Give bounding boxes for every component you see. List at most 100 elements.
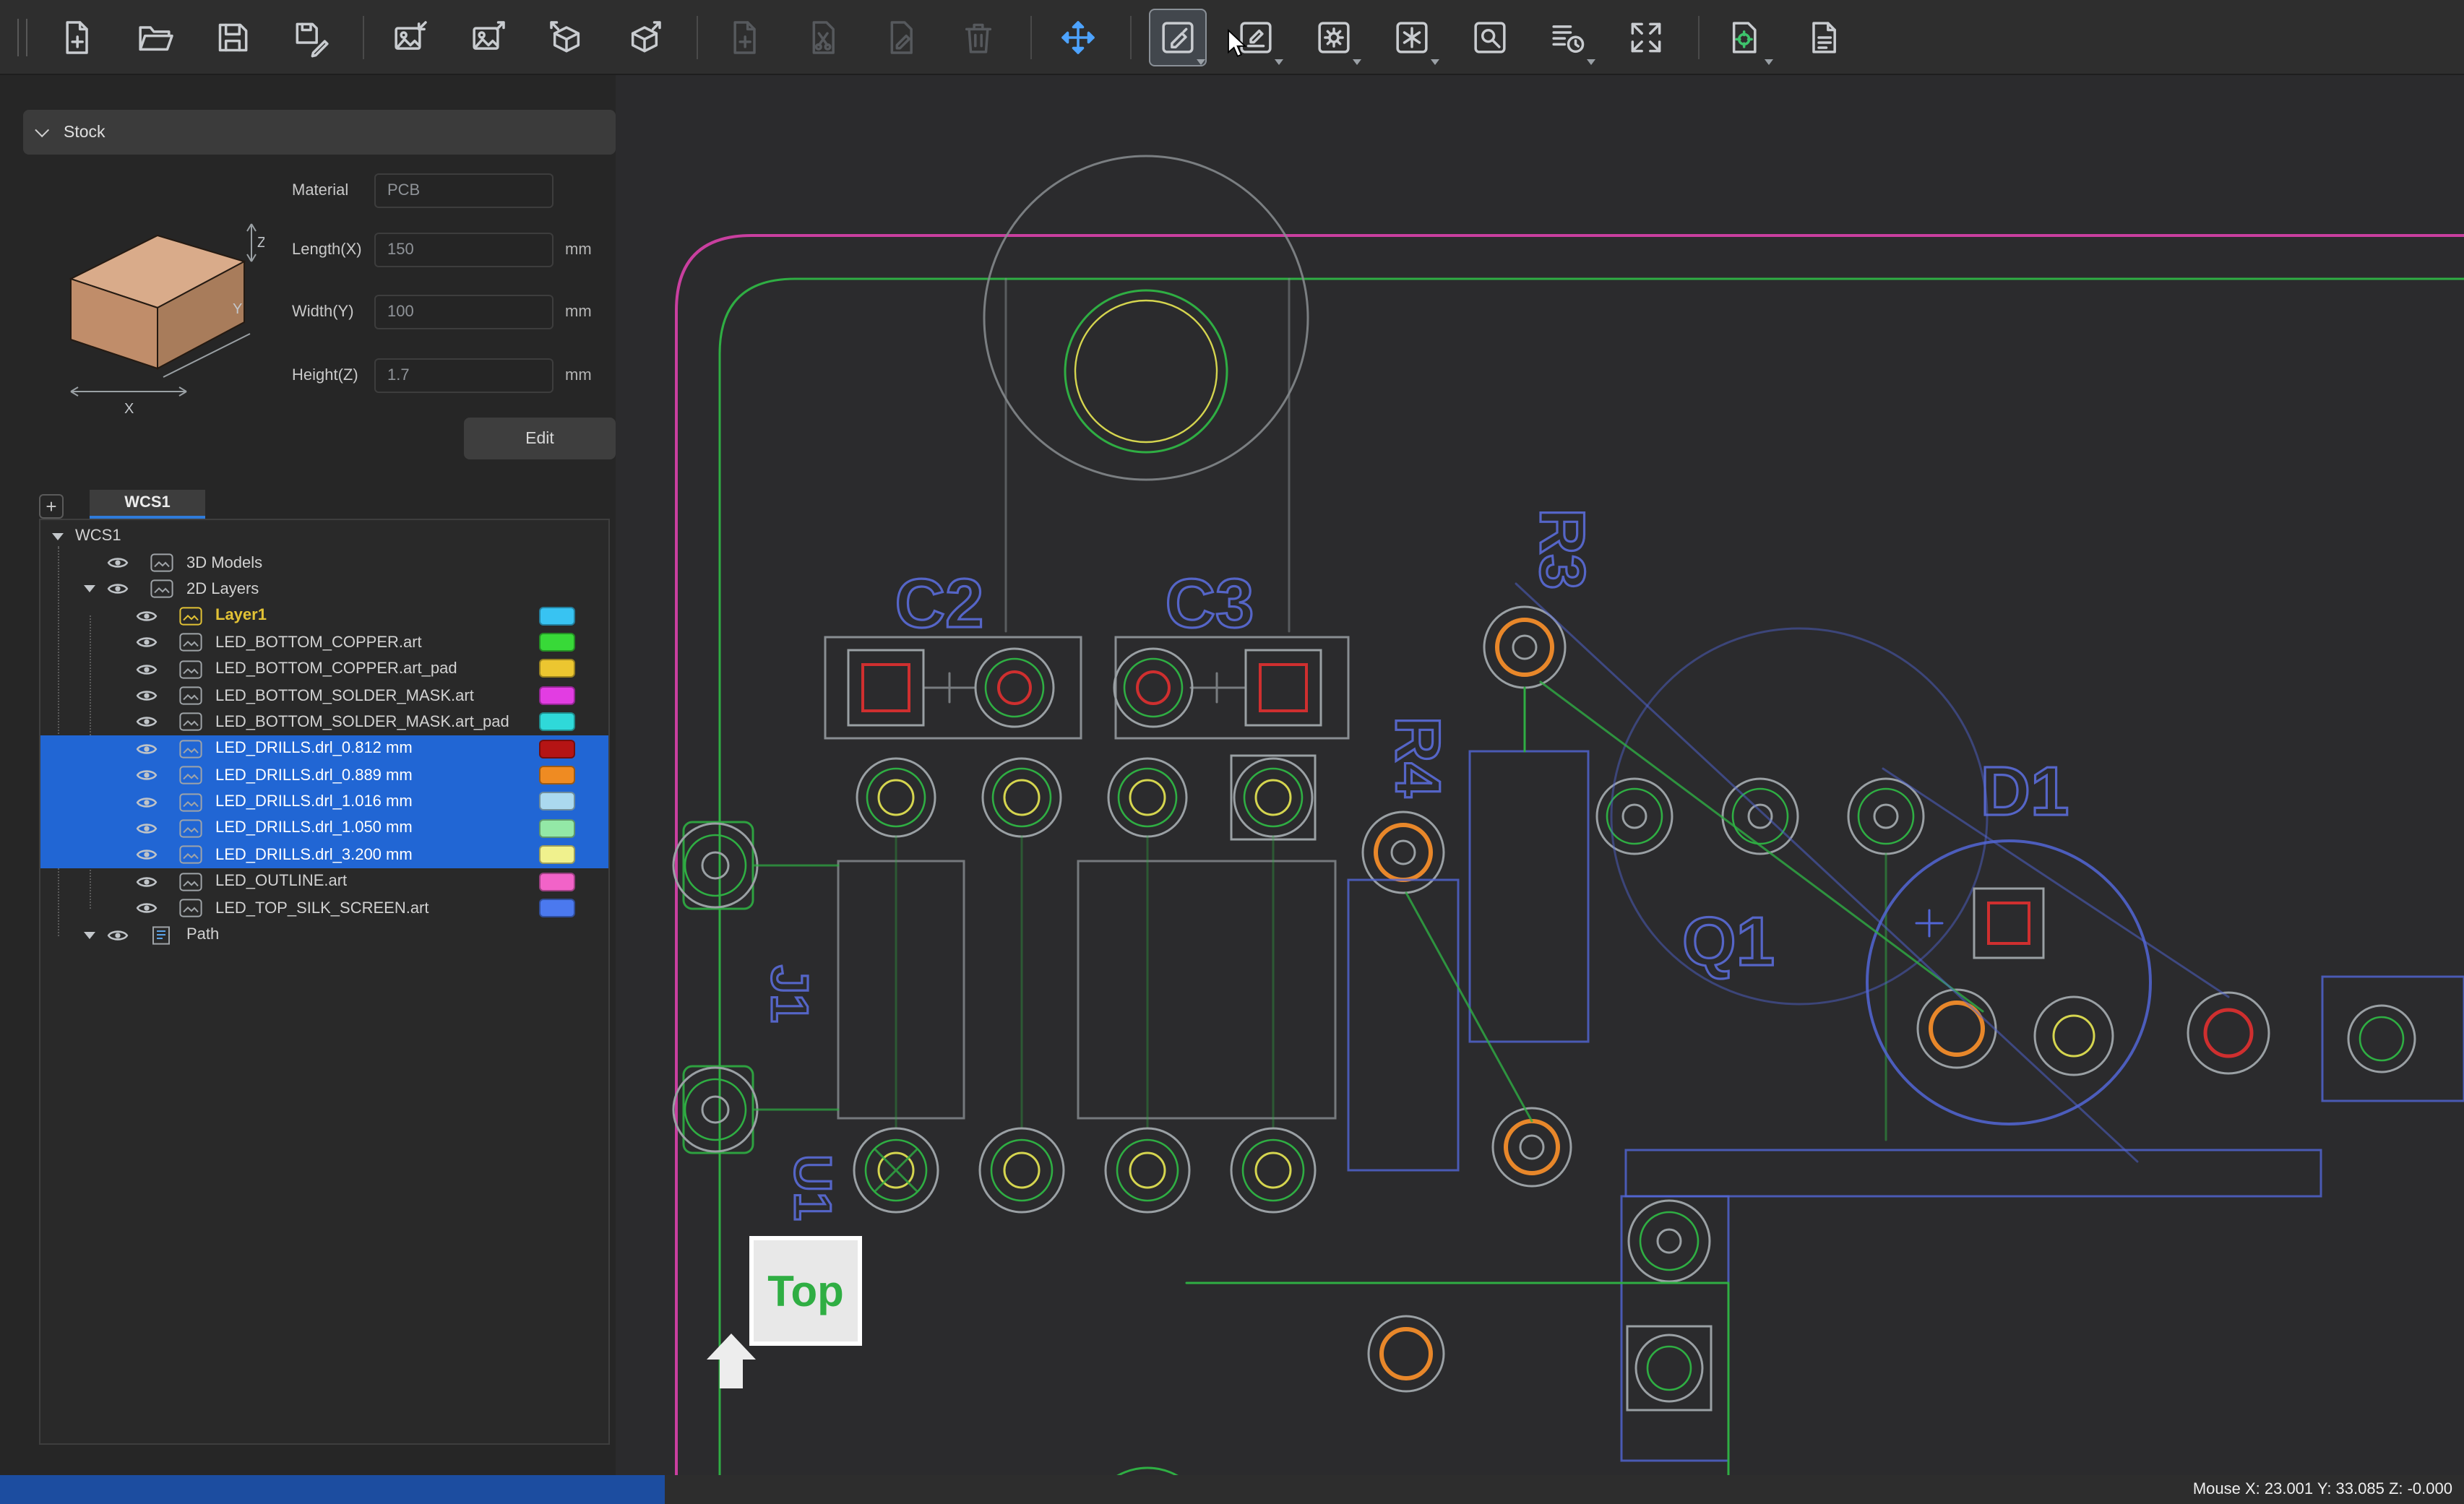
tree-label: LED_OUTLINE.art (215, 873, 347, 891)
layer-color-swatch[interactable] (539, 845, 575, 864)
visibility-toggle[interactable] (136, 661, 159, 677)
visibility-toggle[interactable] (136, 608, 159, 624)
tree-group-2d-layers[interactable]: 2D Layers (40, 576, 608, 603)
layer-row[interactable]: LED_OUTLINE.art (40, 868, 608, 895)
visibility-toggle[interactable] (136, 794, 159, 810)
open-project-button[interactable] (126, 8, 184, 66)
origin-home-arrow[interactable] (707, 1334, 756, 1388)
layer-row[interactable]: LED_DRILLS.drl_1.050 mm (40, 816, 608, 842)
save-as-button[interactable] (282, 8, 340, 66)
post-process-button[interactable] (1717, 8, 1775, 66)
open-folder-icon (134, 17, 175, 57)
layer-color-swatch[interactable] (539, 712, 575, 731)
visibility-toggle[interactable] (136, 714, 159, 730)
stock-panel: Stock Z Y X MaterialLength(X)mmWidth(Y)m… (23, 110, 616, 474)
add-item-button (715, 8, 773, 66)
edit-toolpath-button[interactable] (1227, 8, 1285, 66)
eye-icon (136, 874, 158, 890)
add-wcs-button[interactable]: + (39, 494, 64, 519)
layer-color-swatch[interactable] (539, 766, 575, 785)
visibility-toggle[interactable] (136, 874, 159, 890)
import-model-button[interactable] (538, 8, 595, 66)
visibility-toggle[interactable] (136, 635, 159, 651)
save-button[interactable] (204, 8, 262, 66)
view-orientation-indicator[interactable]: Top (751, 1238, 860, 1344)
visibility-toggle[interactable] (136, 688, 159, 704)
preview-toolpath-button[interactable] (1461, 8, 1519, 66)
layer-row[interactable]: LED_DRILLS.drl_0.812 mm (40, 735, 608, 762)
length-x--input[interactable] (374, 233, 553, 267)
stock-edit-button[interactable]: Edit (464, 418, 616, 459)
visibility-toggle[interactable] (136, 767, 159, 783)
layer-icon-wrap (179, 634, 205, 652)
layer-color-swatch[interactable] (539, 819, 575, 838)
layer-row[interactable]: LED_DRILLS.drl_0.889 mm (40, 762, 608, 789)
tree-group-3d-models[interactable]: 3D Models (40, 550, 608, 576)
unit-label: mm (565, 367, 592, 384)
mouse-coordinates: Mouse X: 23.001 Y: 33.085 Z: -0.000 (2193, 1475, 2452, 1504)
collapse-chevron-icon[interactable] (35, 123, 49, 137)
export-model-button[interactable] (616, 8, 673, 66)
layer-icon-wrap (179, 740, 205, 759)
layer-color-swatch[interactable] (539, 606, 575, 625)
tree-label: LED_DRILLS.drl_0.812 mm (215, 740, 413, 758)
stock-panel-header[interactable]: Stock (23, 110, 616, 155)
toolbar-drag-handle-icon[interactable] (17, 18, 27, 56)
new-file-button[interactable] (48, 8, 105, 66)
material-input[interactable] (374, 173, 553, 208)
layer-row[interactable]: Layer1 (40, 602, 608, 629)
silkscreen-label: C2 (895, 565, 984, 642)
visibility-toggle[interactable] (136, 821, 159, 837)
height-z--input[interactable] (374, 358, 553, 393)
expand-chevron-icon[interactable] (84, 931, 95, 938)
layer-icon-wrap (179, 607, 205, 626)
visibility-toggle[interactable] (107, 555, 130, 571)
layer-row[interactable]: LED_TOP_SILK_SCREEN.art (40, 895, 608, 922)
width-y--input[interactable] (374, 295, 553, 329)
layer-row[interactable]: LED_DRILLS.drl_1.016 mm (40, 789, 608, 816)
transform-move-button[interactable] (1049, 8, 1107, 66)
layer-row[interactable]: LED_BOTTOM_SOLDER_MASK.art_pad (40, 709, 608, 735)
tree-root-wcs1[interactable]: WCS1 (40, 523, 608, 550)
viewport-canvas[interactable]: Top C2C3R3R4Q1D1J1U1 (616, 75, 2464, 1475)
tree-label: Layer1 (215, 608, 267, 625)
layer-row[interactable]: LED_BOTTOM_COPPER.art_pad (40, 656, 608, 683)
layer-color-swatch[interactable] (539, 739, 575, 758)
new-file-icon (56, 17, 97, 57)
tree-label: LED_DRILLS.drl_1.016 mm (215, 793, 413, 811)
layer-row[interactable]: LED_DRILLS.drl_3.200 mm (40, 842, 608, 868)
expand-chevron-icon[interactable] (52, 532, 64, 540)
layer-color-swatch[interactable] (539, 792, 575, 811)
machining-options-button[interactable] (1383, 8, 1441, 66)
layer-color-swatch[interactable] (539, 872, 575, 891)
visibility-toggle[interactable] (107, 927, 130, 943)
layer-color-swatch[interactable] (539, 686, 575, 705)
job-time-button[interactable] (1539, 8, 1597, 66)
fit-view-button[interactable] (1617, 8, 1675, 66)
tab-wcs1[interactable]: WCS1 (90, 490, 205, 519)
toolpath-settings-button[interactable] (1305, 8, 1363, 66)
layer-thumbnail-icon (179, 607, 202, 626)
visibility-toggle[interactable] (136, 741, 159, 757)
visibility-toggle[interactable] (136, 847, 159, 863)
dropdown-caret-icon (1275, 59, 1283, 64)
toolbar-separator (1698, 15, 1700, 59)
visibility-toggle[interactable] (107, 582, 130, 597)
unit-label: mm (565, 241, 592, 259)
job-sheet-button[interactable] (1795, 8, 1853, 66)
silkscreen-label: J1 (760, 965, 818, 1023)
tree-label: 2D Layers (186, 581, 259, 598)
tree-group-path[interactable]: Path (40, 922, 608, 948)
visibility-toggle[interactable] (136, 900, 159, 916)
import-image-button[interactable] (382, 8, 439, 66)
layer-row[interactable]: LED_BOTTOM_COPPER.art (40, 629, 608, 656)
layer-row[interactable]: LED_BOTTOM_SOLDER_MASK.art (40, 683, 608, 709)
export-image-button[interactable] (460, 8, 517, 66)
layer-color-swatch[interactable] (539, 660, 575, 678)
expand-chevron-icon[interactable] (84, 586, 95, 593)
eye-icon (136, 847, 158, 863)
create-toolpath-button[interactable] (1149, 8, 1207, 66)
layer-color-swatch[interactable] (539, 633, 575, 652)
layer-color-swatch[interactable] (539, 899, 575, 917)
layer-thumbnail-icon (179, 686, 202, 705)
